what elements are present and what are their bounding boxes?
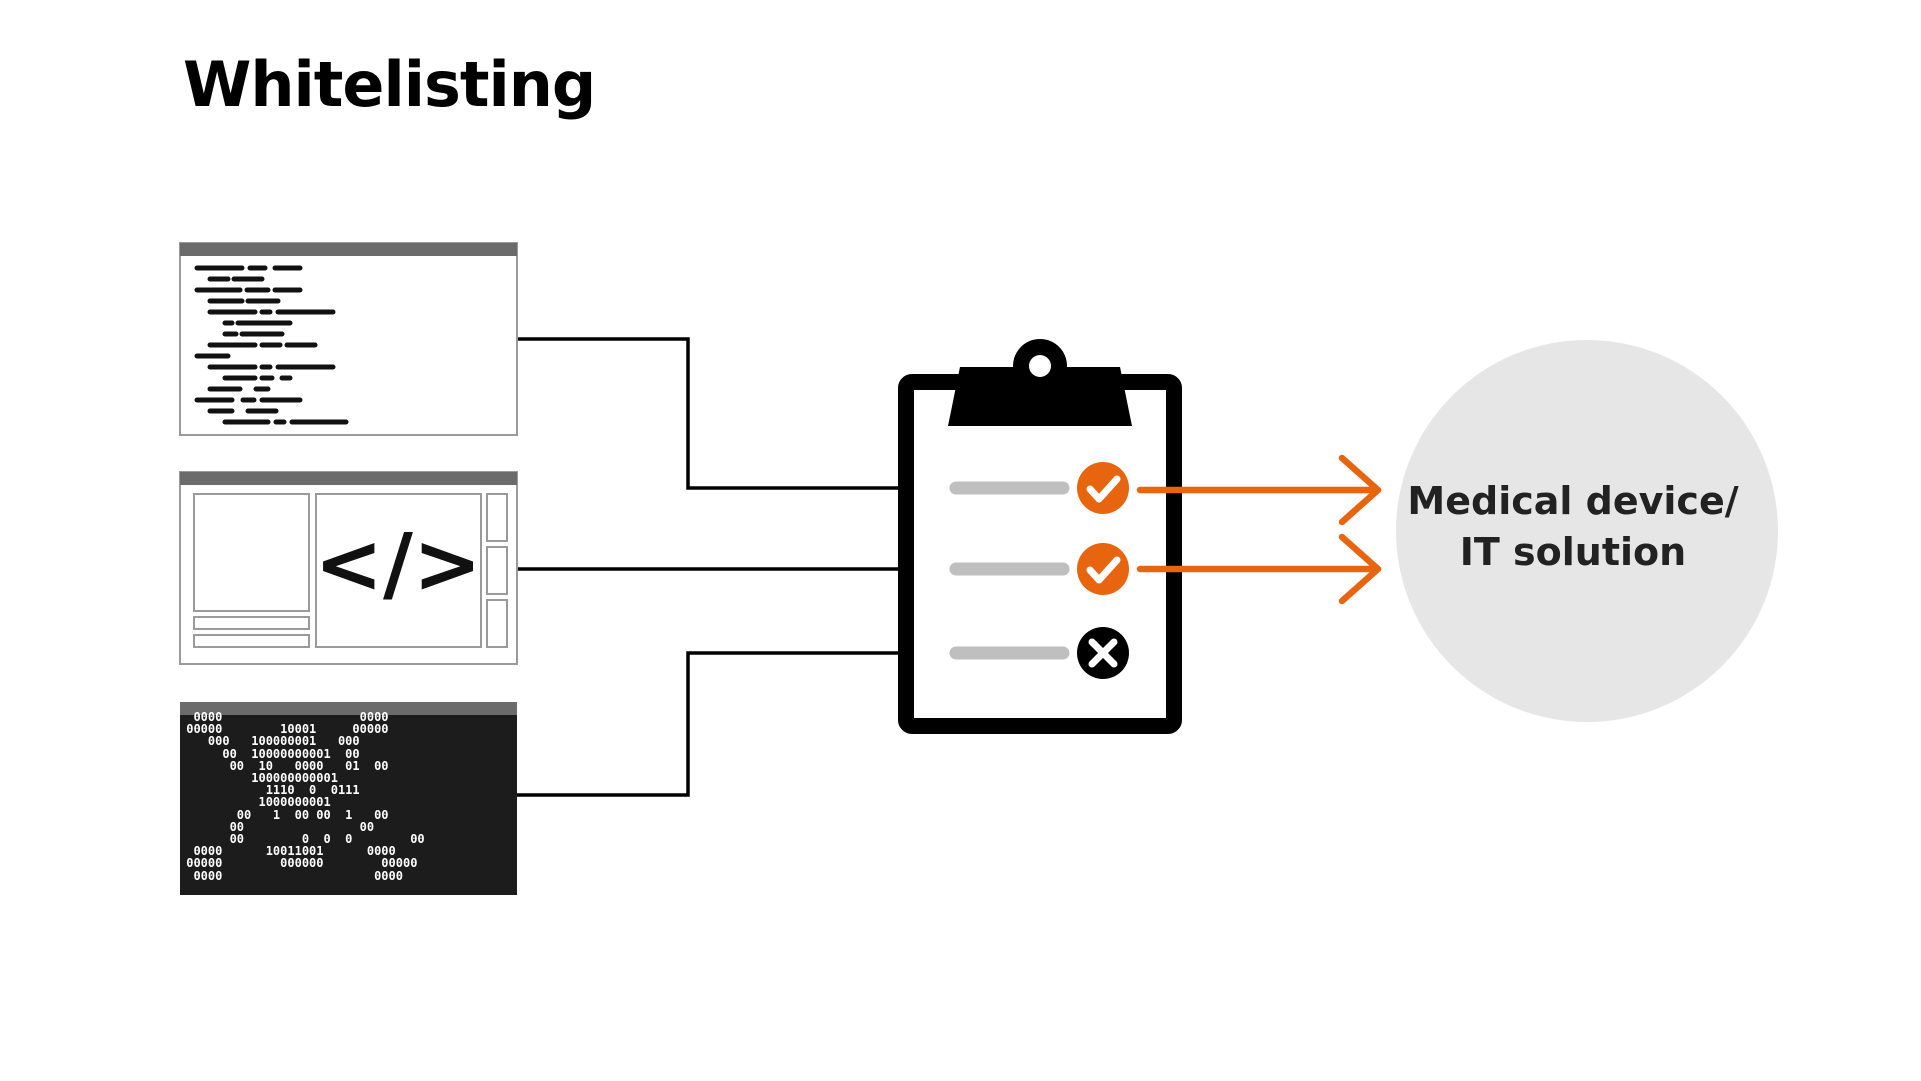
clipboard-icon	[898, 339, 1182, 734]
connector-source-code	[517, 337, 902, 490]
target-label: Medical device/ IT solution	[1383, 476, 1763, 578]
target-circle	[1396, 340, 1778, 722]
page-title: Whitelisting	[183, 48, 596, 121]
approved-arrows	[1136, 454, 1382, 605]
connector-binary	[517, 651, 902, 797]
code-tag-icon: </>	[314, 517, 481, 612]
code-lines-icon	[194, 265, 349, 425]
target-label-line1: Medical device/	[1407, 479, 1739, 523]
arrow-approved-1-head	[1338, 454, 1382, 526]
target-label-line2: IT solution	[1459, 530, 1687, 574]
web-app-panel: </>	[179, 471, 518, 665]
connectors	[517, 337, 902, 797]
arrow-approved-2-head	[1338, 533, 1382, 605]
binary-x-icon: 0000 0000 00000 10001 00000 000 10000000…	[186, 710, 425, 883]
check-circle-icon	[1077, 462, 1129, 514]
binary-panel	[180, 702, 517, 895]
source-code-panel	[179, 242, 518, 436]
check-circle-icon	[1077, 543, 1129, 595]
x-circle-icon	[1077, 627, 1129, 679]
